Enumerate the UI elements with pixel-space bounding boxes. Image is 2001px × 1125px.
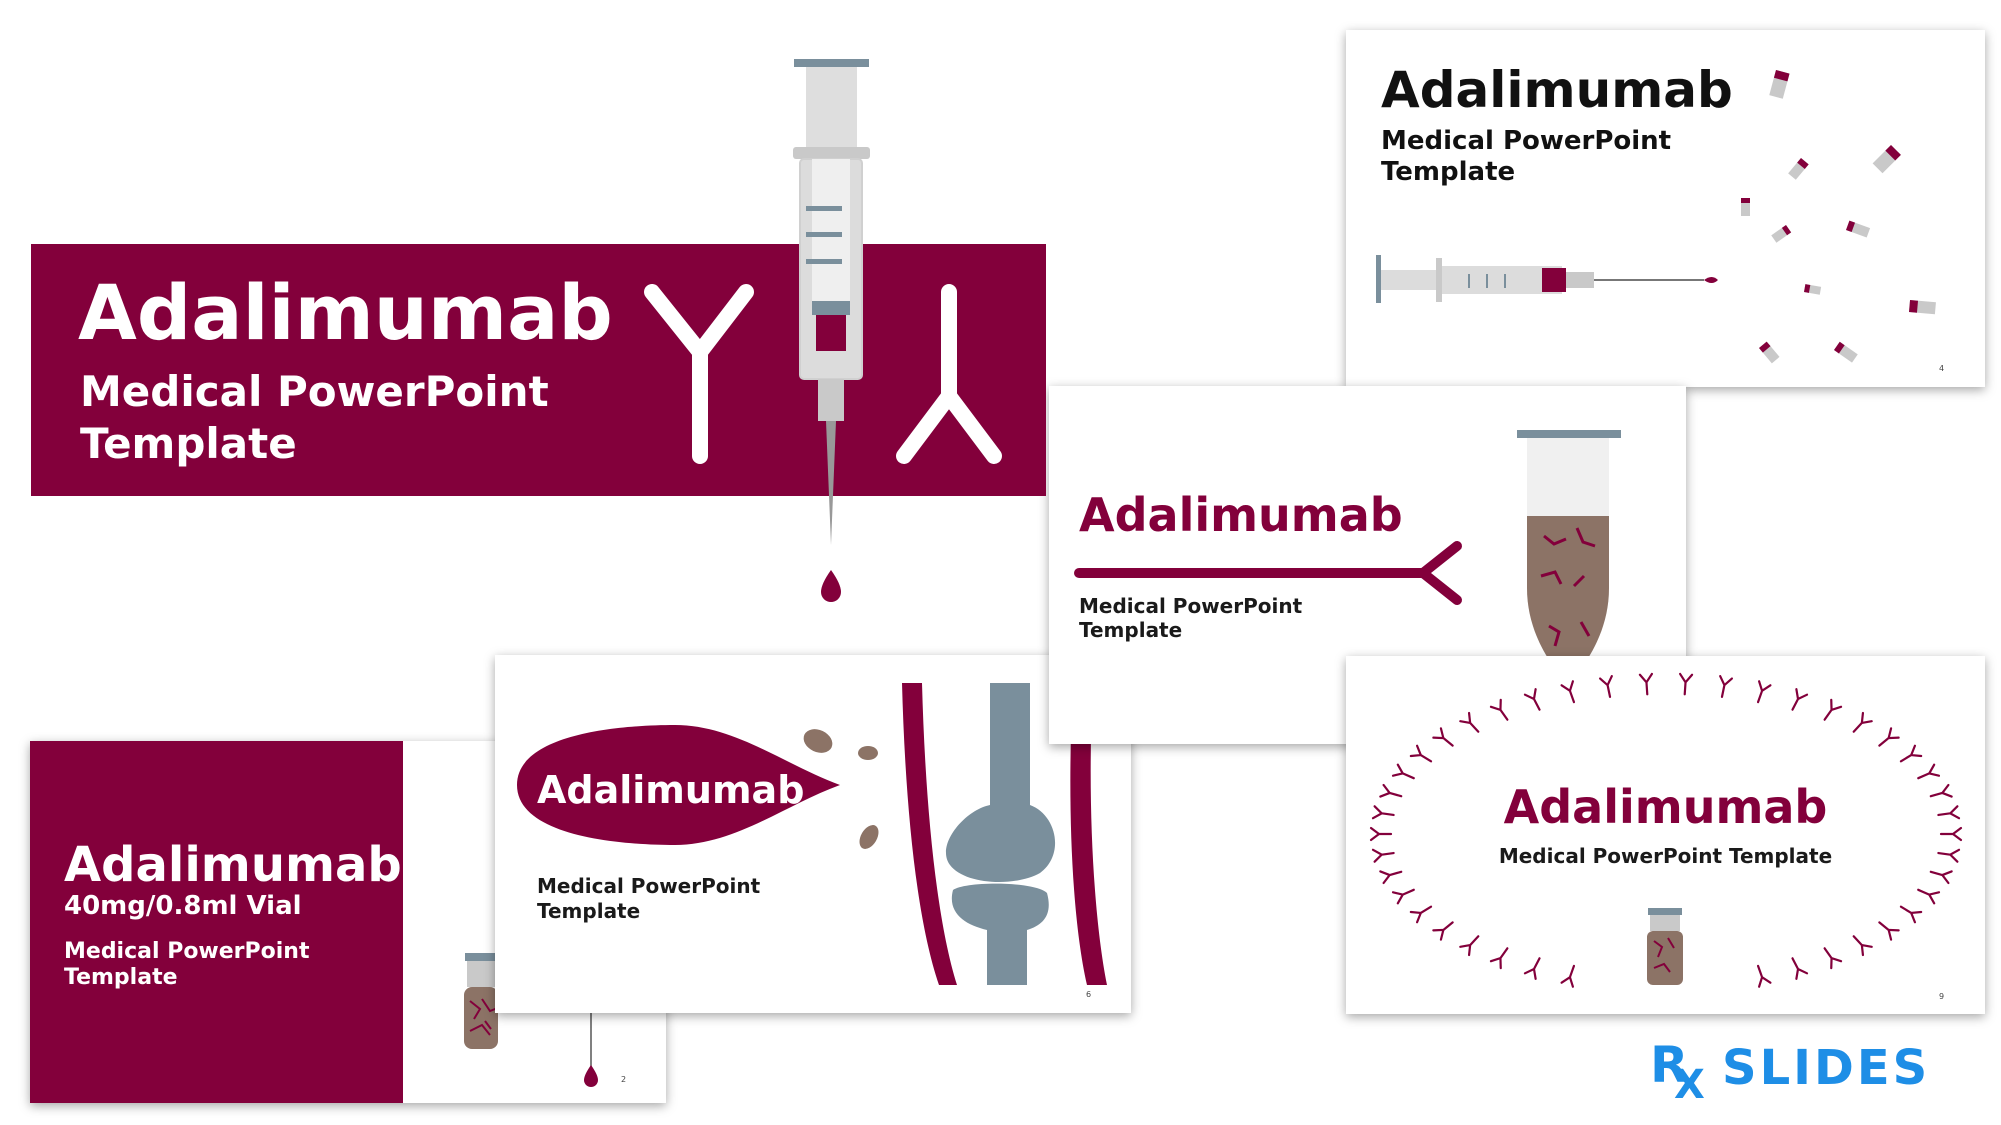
antibody-glyph xyxy=(1939,826,1963,842)
antibody-glyph xyxy=(1638,672,1654,696)
antibody-glyph xyxy=(1489,947,1509,970)
antibody-glyph xyxy=(1823,698,1843,721)
slide-2-color-panel xyxy=(30,741,403,1103)
antibody-glyph xyxy=(1523,957,1541,980)
antibody-glyph xyxy=(1917,763,1941,780)
slide-thumbnail-9[interactable]: Adalimumab Medical PowerPoint Template 9 xyxy=(1346,656,1985,1014)
slide-mid-antibody-and-tube xyxy=(1074,430,1621,686)
antibody-glyph xyxy=(1391,763,1415,780)
antibody-glyph xyxy=(1756,680,1772,704)
slide-9-page-number: 9 xyxy=(1939,992,1945,1001)
slide-9-title: Adalimumab xyxy=(1503,780,1828,834)
antibody-glyph xyxy=(1899,744,1923,763)
antibody-glyph xyxy=(1489,698,1509,721)
slide-6-subtitle-line2: Template xyxy=(537,899,641,923)
slide-6-title: Adalimumab xyxy=(537,768,805,812)
slide-4-title: Adalimumab xyxy=(1381,61,1733,119)
slide-2-vial-illustration xyxy=(464,953,598,1087)
antibody-glyph xyxy=(1937,805,1961,820)
antibody-glyph xyxy=(1409,905,1433,924)
slide-thumbnail-6[interactable]: Adalimumab Medical PowerPoint Template 6 xyxy=(495,655,1131,1013)
slide-2-subtitle-line2: Template xyxy=(64,965,178,990)
antibody-glyph xyxy=(1432,727,1454,747)
rxslides-logo[interactable]: R X SLIDES xyxy=(1650,1036,1980,1108)
hero-banner xyxy=(31,244,1046,496)
slide-2-dose: 40mg/0.8ml Vial xyxy=(64,891,302,921)
antibody-glyph xyxy=(1432,921,1454,941)
antibody-glyph xyxy=(1409,744,1433,763)
antibody-glyph xyxy=(1459,711,1480,733)
antibody-glyph xyxy=(1379,870,1403,885)
antibody-glyph xyxy=(1560,680,1576,704)
antibody-glyph xyxy=(1791,688,1809,711)
antibody-glyph xyxy=(1560,964,1576,988)
antibody-glyph xyxy=(1719,674,1734,698)
slide-thumbnail-4[interactable]: Adalimumab Medical PowerPoint Template 4 xyxy=(1346,30,1985,387)
slide-6-page-number: 6 xyxy=(1086,990,1092,999)
antibody-glyph xyxy=(1852,711,1873,733)
antibody-glyph xyxy=(1852,935,1873,957)
antibody-glyph xyxy=(1598,674,1613,698)
antibody-glyph xyxy=(1391,888,1415,905)
antibody-glyph xyxy=(1678,672,1694,696)
slide-4-page-number: 4 xyxy=(1939,364,1945,373)
antibody-glyph xyxy=(1523,688,1541,711)
antibody-glyph xyxy=(1878,921,1900,941)
antibody-glyph xyxy=(1756,964,1772,988)
logo-wordmark: SLIDES xyxy=(1722,1040,1931,1096)
hero-title: Adalimumab xyxy=(78,268,613,357)
hero-subtitle-line2: Template xyxy=(80,419,297,468)
antibody-glyph xyxy=(1937,848,1961,863)
slide-4-syringe-and-vials xyxy=(1376,70,1936,364)
antibody-glyph xyxy=(1459,935,1480,957)
logo-rx-x: X xyxy=(1674,1062,1705,1108)
antibody-glyph xyxy=(1379,783,1403,798)
hero-subtitle-line1: Medical PowerPoint xyxy=(80,367,549,416)
antibody-glyph xyxy=(1929,783,1953,798)
antibody-glyph xyxy=(1917,888,1941,905)
antibody-glyph xyxy=(1823,947,1843,970)
slide-2-title: Adalimumab xyxy=(64,837,402,893)
slide-4-subtitle-line2: Template xyxy=(1381,157,1516,187)
slide-9-subtitle: Medical PowerPoint Template xyxy=(1498,844,1833,868)
antibody-glyph xyxy=(1791,957,1809,980)
slide-9-antibody-ring xyxy=(1369,672,1963,988)
antibody-glyph xyxy=(1369,826,1393,842)
slide-2-page-number: 2 xyxy=(621,1075,627,1084)
antibody-glyph xyxy=(1371,848,1395,863)
slide-4-subtitle-line1: Medical PowerPoint xyxy=(1381,126,1672,156)
slide-mid-title: Adalimumab xyxy=(1079,488,1403,542)
slide-6-subtitle-line1: Medical PowerPoint xyxy=(537,874,761,898)
antibody-glyph xyxy=(1371,805,1395,820)
slide-6-illustration xyxy=(517,683,1107,985)
slide-mid-subtitle-line1: Medical PowerPoint xyxy=(1079,594,1303,618)
antibody-glyph xyxy=(1899,905,1923,924)
logo-rx-r: R xyxy=(1650,1036,1689,1094)
antibody-glyph xyxy=(1929,870,1953,885)
antibody-glyph xyxy=(1878,727,1900,747)
slide-2-subtitle-line1: Medical PowerPoint xyxy=(64,939,310,964)
slide-mid-subtitle-line2: Template xyxy=(1079,618,1183,642)
